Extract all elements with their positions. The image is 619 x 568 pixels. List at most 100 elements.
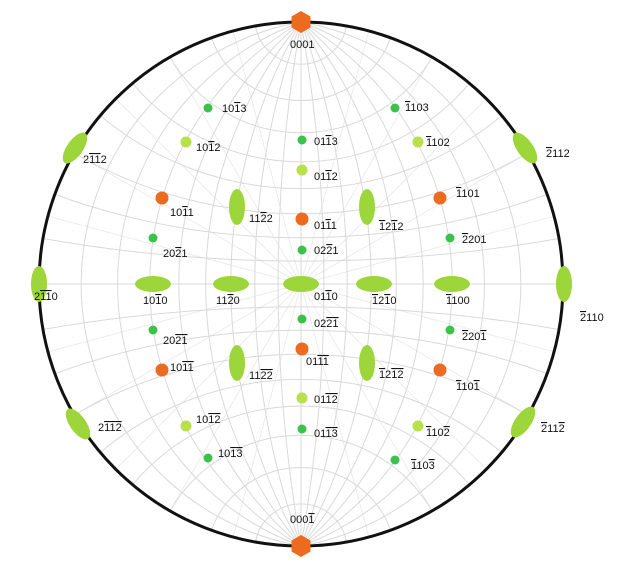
grid-line	[169, 56, 433, 134]
pole-2-1-1-2-label: 2112	[98, 422, 122, 434]
pole--1102-marker	[412, 136, 424, 148]
grid-line	[169, 434, 433, 512]
pole-20-2-1-label: 2021	[163, 335, 188, 347]
pole-11-2-2-marker	[229, 345, 245, 381]
pole-01-1-1-label: 0111	[306, 356, 329, 368]
pole-01-10-label: 0110	[314, 291, 338, 303]
pole-10-10-marker	[135, 276, 171, 292]
pole-2-1-10-label: 2110	[34, 291, 58, 303]
wulff-net-grid	[39, 21, 563, 547]
pole-labels: 0001 0001 1013 1012 1011 2021 1010 2021 1011 1012…	[34, 39, 604, 526]
pole-2-1-10-marker	[31, 266, 47, 302]
pole--2110-label: 2110	[580, 312, 604, 324]
pole-01-1-3-marker	[297, 424, 307, 434]
pole--1100-label: 1100	[446, 295, 470, 307]
pole-01-11-label: 0111	[314, 220, 337, 232]
pole--1103-label: 1103	[405, 102, 429, 114]
grid-line	[210, 467, 392, 531]
pole--211-2-label: 2112	[541, 423, 565, 435]
pole-10-12-marker	[180, 136, 192, 148]
pole-10-12-label: 1012	[196, 142, 221, 154]
grid-line	[132, 405, 470, 486]
pole--12-1-2-label: 1212	[379, 369, 404, 381]
pole-markers	[31, 11, 572, 557]
pole-02-2-1-label: 0221	[314, 318, 339, 330]
pole--12-10-marker	[356, 276, 392, 292]
pole--2201-label: 2201	[462, 234, 487, 246]
grid-line	[54, 193, 548, 239]
pole--1101-label: 1101	[456, 188, 480, 200]
pole--12-10-label: 1210	[372, 295, 397, 307]
pole-11-22-label: 1122	[249, 213, 273, 225]
pole-11-22-marker	[229, 189, 245, 225]
grid-line	[42, 306, 560, 330]
pole--211-2-marker	[510, 406, 536, 438]
pole--1100-marker	[434, 276, 470, 292]
pole--220-1-marker	[445, 325, 455, 335]
pole-10-1-1-label: 1011	[170, 362, 194, 374]
grid-line	[255, 503, 347, 543]
pole-0001-marker	[291, 11, 311, 33]
pole-10-1-2-marker	[180, 420, 192, 432]
grid-line	[99, 378, 503, 453]
pole-01-11-marker	[295, 212, 309, 226]
pole-01-1-1-marker	[295, 342, 309, 356]
pole-2-1-12-marker	[62, 132, 88, 164]
grid-line	[54, 329, 548, 375]
grid-line	[132, 82, 470, 163]
pole-10-1-1-marker	[155, 363, 169, 377]
grid-line	[99, 115, 503, 190]
pole-2-1-1-2-marker	[65, 408, 91, 440]
pole-20-21-label: 2021	[163, 248, 188, 260]
pole-01-12-label: 0112	[314, 171, 338, 183]
pole-20-21-marker	[148, 233, 158, 243]
pole-02-21-label: 0221	[314, 245, 339, 257]
pole-01-13-label: 0113	[314, 136, 338, 148]
pole--110-1-label: 1101	[456, 381, 480, 393]
pole-01-12-marker	[296, 164, 308, 176]
pole-01-10-marker	[283, 276, 319, 292]
pole-10-11-label: 1011	[170, 207, 194, 219]
pole--12-12-label: 1212	[379, 221, 404, 233]
pole-01-1-3-label: 0113	[314, 428, 338, 440]
pole-11-2-2-label: 1122	[249, 370, 273, 382]
pole--2110-marker	[556, 266, 572, 302]
pole--220-1-label: 2201	[462, 331, 487, 343]
pole--2112-marker	[512, 132, 538, 164]
pole-02-2-1-marker	[297, 314, 307, 324]
grid-line	[42, 238, 560, 262]
pole-10-1-3-marker	[203, 453, 213, 463]
pole-0001-label: 0001	[290, 39, 315, 51]
pole-10-13-label: 1013	[222, 103, 247, 115]
pole-10-1-2-label: 1012	[196, 414, 221, 426]
pole--1102-label: 1102	[426, 137, 450, 149]
grid-line	[210, 37, 392, 101]
pole--110-1-marker	[433, 363, 447, 377]
pole--1103-marker	[390, 103, 400, 113]
grid-line	[255, 25, 347, 65]
pole-01-1-2-label: 0112	[314, 394, 338, 406]
pole-000-1-label: 0001	[290, 514, 315, 526]
pole--1101-marker	[433, 191, 447, 205]
pole-10-1-3-label: 1013	[218, 448, 243, 460]
pole-01-1-2-marker	[296, 392, 308, 404]
pole-02-21-marker	[297, 245, 307, 255]
pole-10-10-label: 1010	[143, 295, 168, 307]
pole-2-1-12-label: 2112	[83, 154, 107, 166]
pole--2112-label: 2112	[546, 148, 570, 160]
pole-10-13-marker	[203, 103, 213, 113]
pole--110-3-marker	[390, 455, 400, 465]
pole--110-2-marker	[412, 420, 424, 432]
pole--2201-marker	[445, 233, 455, 243]
pole--12-12-marker	[359, 189, 375, 225]
pole--12-1-2-marker	[359, 345, 375, 381]
pole--110-2-label: 1102	[426, 427, 450, 439]
pole-01-13-marker	[297, 135, 307, 145]
pole-10-11-marker	[155, 191, 169, 205]
pole-11-20-label: 1120	[216, 295, 240, 307]
pole-20-2-1-marker	[148, 325, 158, 335]
pole-11-20-marker	[213, 276, 249, 292]
pole-000-1-marker	[291, 535, 311, 557]
pole--110-3-label: 1103	[411, 460, 435, 472]
